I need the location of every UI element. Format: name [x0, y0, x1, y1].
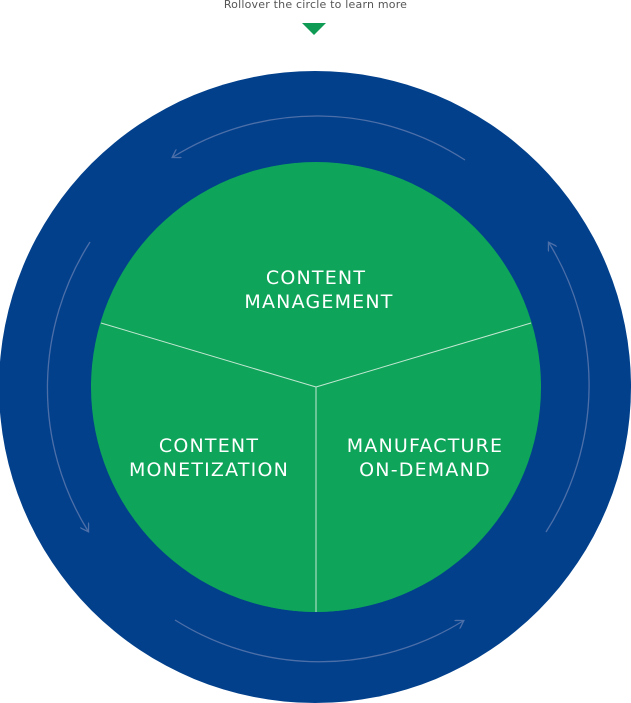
down-pointer-icon [302, 23, 326, 35]
segment-content-monetization[interactable]: CONTENT MONETIZATION [91, 323, 316, 612]
segment-label-line2: ON-DEMAND [359, 459, 491, 481]
cycle-arrow-right [545, 243, 590, 533]
cycle-arrow-bottom [174, 619, 463, 663]
segment-label-line2: MANAGEMENT [244, 291, 393, 313]
segment-label-line1: CONTENT [159, 435, 259, 457]
segment-label-line1: CONTENT [266, 267, 366, 289]
divider-line [315, 322, 532, 388]
cycle-arrow-left [46, 241, 91, 531]
segment-label-line2: MONETIZATION [129, 459, 289, 481]
segment-manufacture-on-demand[interactable]: MANUFACTURE ON-DEMAND [316, 323, 541, 612]
cycle-arrow-top [173, 115, 466, 161]
segment-content-management[interactable]: CONTENT MANAGEMENT [101, 164, 531, 387]
segment-label-line1: MANUFACTURE [347, 435, 504, 457]
divider-line [100, 322, 317, 388]
rollover-hint: Rollover the circle to learn more [223, 0, 408, 11]
